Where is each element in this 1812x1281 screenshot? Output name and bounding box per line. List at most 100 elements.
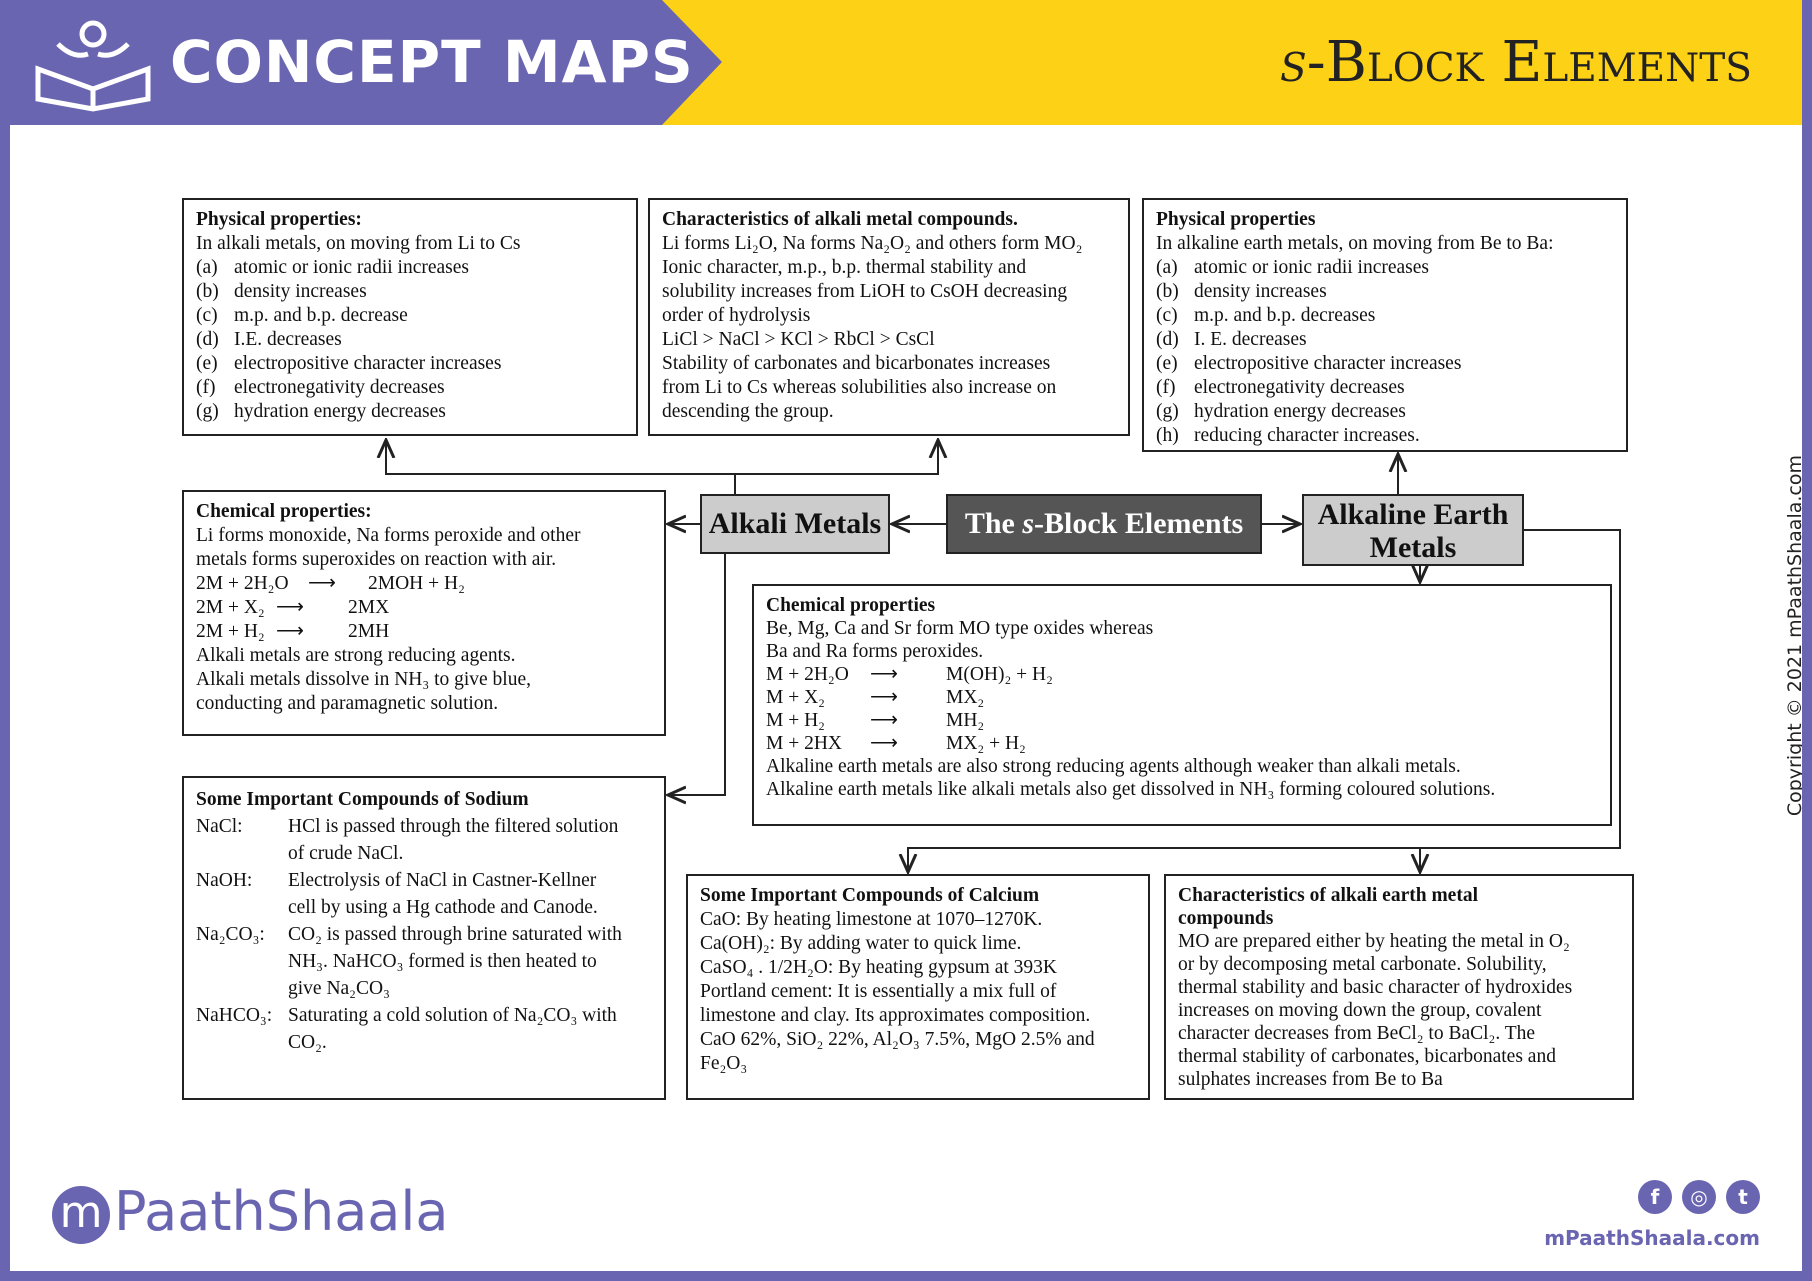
- box-line: MO are prepared either by heating the me…: [1178, 931, 1570, 952]
- item-label: (e): [196, 353, 218, 374]
- item-label: (h): [1156, 425, 1179, 446]
- equation-lhs: 2M + 2H₂O: [196, 573, 289, 594]
- box-line: thermal stability and basic character of…: [1178, 977, 1573, 998]
- equation-lhs: M + H₂: [766, 710, 825, 731]
- instagram-icon[interactable]: ◎: [1682, 1180, 1716, 1214]
- item-label: (d): [1156, 329, 1179, 350]
- twitter-icon[interactable]: t: [1726, 1180, 1760, 1214]
- item-text: m.p. and b.p. decrease: [234, 305, 408, 326]
- equation-lhs: 2M + H₂: [196, 621, 265, 642]
- item-text: density increases: [234, 281, 367, 302]
- box-line: Li forms monoxide, Na forms peroxide and…: [196, 525, 581, 546]
- header-yellow-band: [650, 0, 1802, 125]
- item-text: atomic or ionic radii increases: [234, 257, 469, 278]
- item-text: electronegativity decreases: [1194, 377, 1405, 398]
- box-line: descending the group.: [662, 401, 834, 422]
- arrow-alkali-to-physical: [386, 440, 736, 494]
- box-title: Some Important Compounds of Sodium: [196, 789, 529, 810]
- copyright-text: Copyright © 2021 mPaathShaala.com: [1784, 455, 1802, 817]
- item-text: electropositive character increases: [1194, 353, 1462, 374]
- s-block-center-node: The s-Block Elements: [946, 494, 1262, 554]
- facebook-icon[interactable]: f: [1638, 1180, 1672, 1214]
- box-line: Be, Mg, Ca and Sr form MO type oxides wh…: [766, 618, 1154, 639]
- box-intro: In alkaline earth metals, on moving from…: [1156, 233, 1554, 254]
- box-line: Ionic character, m.p., b.p. thermal stab…: [662, 257, 1027, 278]
- calcium-compounds-box: Some Important Compounds of Calcium CaO:…: [686, 874, 1150, 1100]
- equation-rhs: MH₂: [946, 710, 985, 731]
- box-line: Fe₂O₃: [700, 1053, 748, 1074]
- item-label: (e): [1156, 353, 1178, 374]
- item-text: reducing character increases.: [1194, 425, 1420, 446]
- box-line: metals forms superoxides on reaction wit…: [196, 549, 557, 570]
- item-label: (b): [1156, 281, 1179, 302]
- item-label: (c): [196, 305, 218, 326]
- item-label: (c): [1156, 305, 1178, 326]
- box-line: Ba and Ra forms peroxides.: [766, 641, 984, 662]
- box-line: Alkaline earth metals are also strong re…: [766, 756, 1461, 777]
- equation-lhs: M + X₂: [766, 687, 825, 708]
- box-line: order of hydrolysis: [662, 305, 811, 326]
- compound-name: NaHCO₃:: [196, 1005, 273, 1026]
- equation-rhs: 2MOH + H₂: [368, 573, 465, 594]
- equation-rhs: 2MH: [348, 621, 390, 642]
- box-line: Alkaline earth metals like alkali metals…: [766, 779, 1496, 800]
- alkaline-earth-metals-node: Alkaline Earth Metals: [1302, 494, 1524, 566]
- item-label: (a): [196, 257, 218, 278]
- box-line: or by decomposing metal carbonate. Solub…: [1178, 954, 1547, 975]
- site-url[interactable]: mPaathShaala.com: [1544, 1226, 1760, 1250]
- box-title: Chemical properties:: [196, 501, 372, 522]
- item-label: (a): [1156, 257, 1178, 278]
- alkali-physical-properties-box: Physical properties: In alkali metals, o…: [182, 198, 638, 436]
- equation-rhs: M(OH)₂ + H₂: [946, 664, 1053, 685]
- equation-rhs: MX₂ + H₂: [946, 733, 1026, 754]
- item-text: atomic or ionic radii increases: [1194, 257, 1429, 278]
- item-text: electropositive character increases: [234, 353, 502, 374]
- box-title: Physical properties: [1156, 209, 1316, 230]
- box-title: Characteristics of alkali earth metal: [1178, 885, 1479, 906]
- box-line: character decreases from BeCl₂ to BaCl₂.…: [1178, 1023, 1536, 1044]
- box-line: limestone and clay. Its approximates com…: [700, 1005, 1091, 1026]
- item-text: I. E. decreases: [1194, 329, 1307, 350]
- equation-lhs: M + 2H₂O: [766, 664, 849, 685]
- sodium-compounds-box: Some Important Compounds of Sodium NaCl:…: [182, 776, 666, 1100]
- alkali-metals-node: Alkali Metals: [700, 494, 890, 554]
- box-line: solubility increases from LiOH to CsOH d…: [662, 281, 1068, 302]
- alkaline-earth-chemical-properties-box: Chemical properties Be, Mg, Ca and Sr fo…: [752, 584, 1612, 826]
- box-title: Physical properties:: [196, 209, 362, 230]
- box-line: Alkali metals are strong reducing agents…: [196, 645, 516, 666]
- item-label: (g): [1156, 401, 1179, 422]
- item-text: hydration energy decreases: [1194, 401, 1406, 422]
- box-title: compounds: [1178, 908, 1274, 929]
- box-line: thermal stability of carbonates, bicarbo…: [1178, 1046, 1556, 1067]
- box-line: Ca(OH)₂: By adding water to quick lime.: [700, 933, 1022, 954]
- equation-lhs: M + 2HX: [766, 733, 843, 754]
- box-line: Portland cement: It is essentially a mix…: [700, 981, 1057, 1002]
- compound-name: Na₂CO₃:: [196, 924, 265, 945]
- alkali-compounds-characteristics-box: Characteristics of alkali metal compound…: [648, 198, 1130, 436]
- social-icons: f ◎ t: [1638, 1180, 1760, 1214]
- box-line: increases on moving down the group, cova…: [1178, 1000, 1542, 1021]
- item-text: density increases: [1194, 281, 1327, 302]
- compound-name: NaCl:: [196, 816, 243, 837]
- box-line: LiCl > NaCl > KCl > RbCl > CsCl: [662, 329, 935, 350]
- equation-rhs: MX₂: [946, 687, 985, 708]
- item-label: (b): [196, 281, 219, 302]
- brand-title: CONCEPT MAPS: [170, 28, 694, 96]
- box-line: from Li to Cs whereas solubilities also …: [662, 377, 1057, 398]
- box-line: Stability of carbonates and bicarbonates…: [662, 353, 1051, 374]
- box-title: Chemical properties: [766, 595, 936, 616]
- box-line: conducting and paramagnetic solution.: [196, 693, 499, 714]
- topic-title: s-Block Elements: [1280, 30, 1752, 95]
- page: CONCEPT MAPS s-Block Elements Physical p…: [10, 0, 1802, 1271]
- item-text: m.p. and b.p. decreases: [1194, 305, 1376, 326]
- item-label: (f): [196, 377, 216, 398]
- box-line: sulphates increases from Be to Ba: [1178, 1069, 1443, 1090]
- box-line: CaSO₄ . 1/2H₂O: By heating gypsum at 393…: [700, 957, 1057, 978]
- item-label: (d): [196, 329, 219, 350]
- box-intro: In alkali metals, on moving from Li to C…: [196, 233, 521, 254]
- box-line: CaO 62%, SiO₂ 22%, Al₂O₃ 7.5%, MgO 2.5% …: [700, 1029, 1095, 1050]
- box-title: Some Important Compounds of Calcium: [700, 885, 1040, 906]
- alkali-chemical-properties-box: Chemical properties: Li forms monoxide, …: [182, 490, 666, 736]
- box-title: Characteristics of alkali metal compound…: [662, 209, 1018, 230]
